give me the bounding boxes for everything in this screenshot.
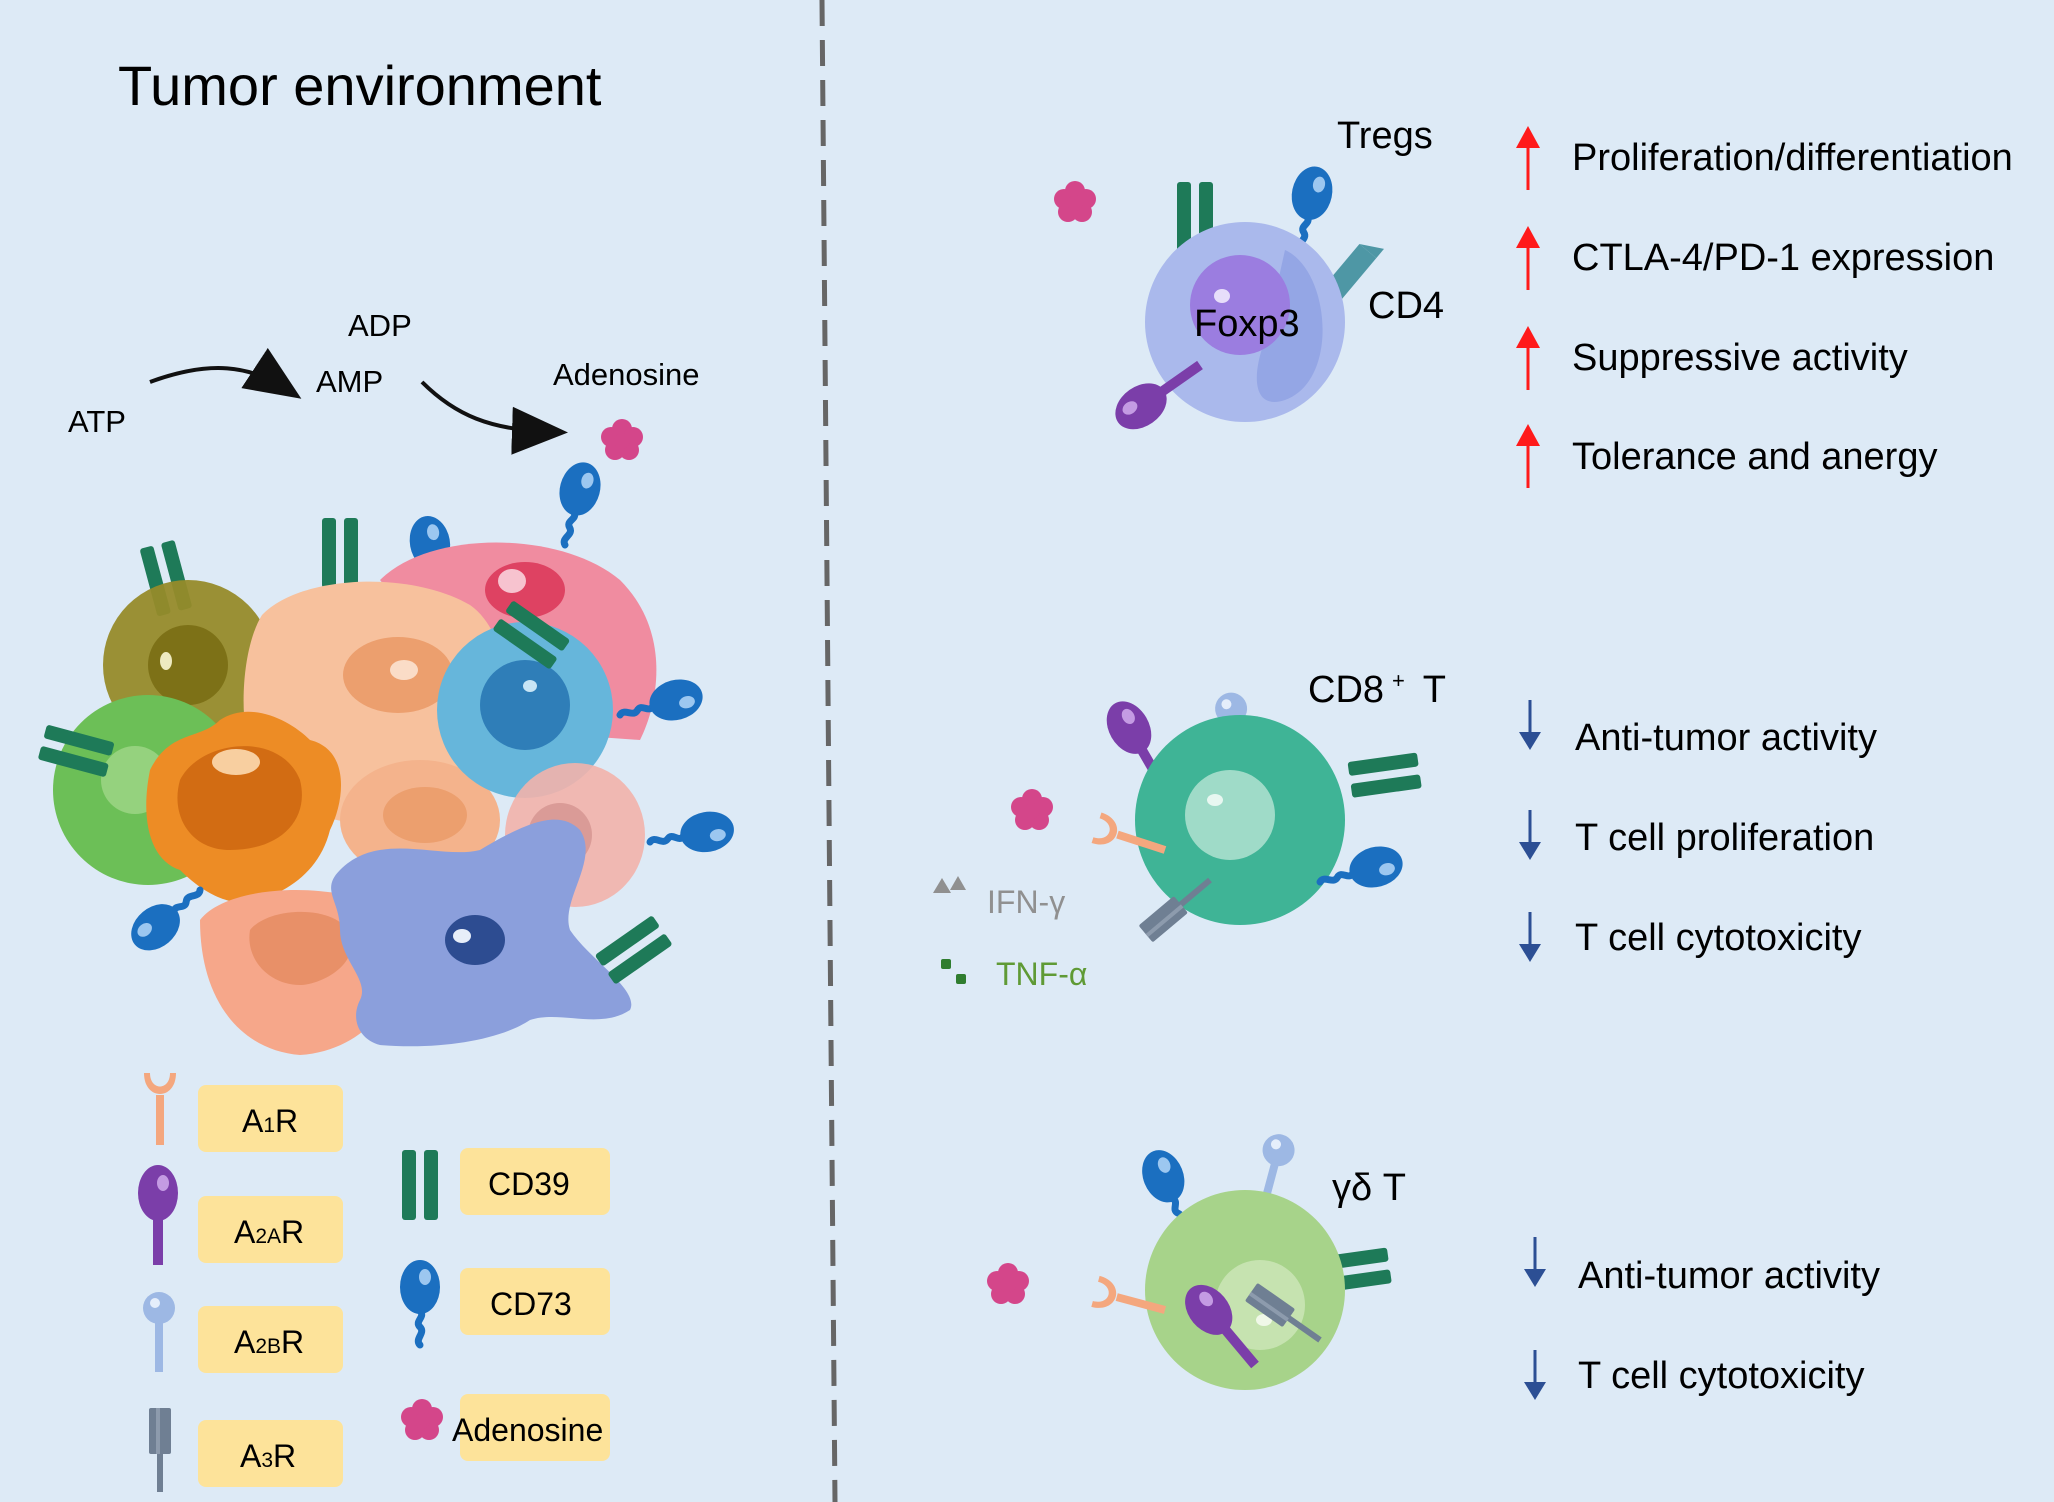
cd8-effect-1: Anti-tumor activity <box>1575 717 1877 759</box>
foxp3-label: Foxp3 <box>1194 303 1300 345</box>
tumor-cell-cluster <box>37 458 737 1055</box>
cd4-label: CD4 <box>1368 285 1444 327</box>
treg-effect-2: CTLA-4/PD-1 expression <box>1572 237 1994 279</box>
up-arrow-icon <box>1514 324 1542 392</box>
adenosine-pathway-label: Adenosine <box>553 357 700 392</box>
up-arrow-icon <box>1514 224 1542 292</box>
legend-cd73-label: CD73 <box>490 1286 572 1322</box>
cd8-effect-3: T cell cytotoxicity <box>1575 917 1861 959</box>
legend-a2ar-label: A2AR <box>234 1214 304 1250</box>
adp-label: ADP <box>348 308 412 343</box>
cd8-t-cell <box>1011 690 1422 943</box>
receptor-legend: A1R A2AR A2BR A3R CD39 CD73 Adenosine <box>138 1073 610 1492</box>
gdt-effect-1: Anti-tumor activity <box>1578 1255 1880 1297</box>
gamma-delta-t-cell <box>987 1130 1392 1390</box>
legend-a1r-label: A1R <box>242 1103 298 1139</box>
legend-adenosine-label: Adenosine <box>452 1412 603 1448</box>
treg-effect-4: Tolerance and anergy <box>1572 436 1937 478</box>
treg-effect-1: Proliferation/differentiation <box>1572 137 2013 179</box>
ifn-gamma-label: IFN-γ <box>987 884 1065 920</box>
up-arrow-icon <box>1514 124 1542 192</box>
down-arrow-icon <box>1522 1235 1548 1289</box>
legend-cd39-label: CD39 <box>488 1166 570 1202</box>
gamma-delta-t-label: γδ T <box>1332 1167 1406 1209</box>
down-arrow-icon <box>1517 698 1543 752</box>
cd8-t-label: CD8+ T <box>1308 668 1446 711</box>
tregs-label: Tregs <box>1337 115 1433 157</box>
down-arrow-icon <box>1517 910 1543 964</box>
legend-a2br-label: A2BR <box>234 1324 304 1360</box>
amp-label: AMP <box>316 364 383 399</box>
treg-effect-3: Suppressive activity <box>1572 337 1908 379</box>
tnf-alpha-icon <box>941 959 966 984</box>
amp-to-adenosine-arrow <box>420 380 568 455</box>
treg-cell <box>1054 163 1384 439</box>
up-arrow-icon <box>1514 422 1542 490</box>
atp-to-amp-arrow <box>149 347 302 399</box>
panel-divider <box>819 0 838 1502</box>
cd8-effect-2: T cell proliferation <box>1575 817 1874 859</box>
down-arrow-icon <box>1522 1348 1548 1402</box>
ifn-gamma-icon <box>933 876 966 893</box>
gdt-effect-2: T cell cytotoxicity <box>1578 1355 1864 1397</box>
atp-label: ATP <box>68 404 126 439</box>
tumor-environment-title: Tumor environment <box>118 54 602 117</box>
down-arrow-icon <box>1517 808 1543 862</box>
adenosine-molecule-icon <box>601 419 643 460</box>
tnf-alpha-label: TNF-α <box>996 956 1087 992</box>
legend-a3r-label: A3R <box>240 1438 296 1474</box>
